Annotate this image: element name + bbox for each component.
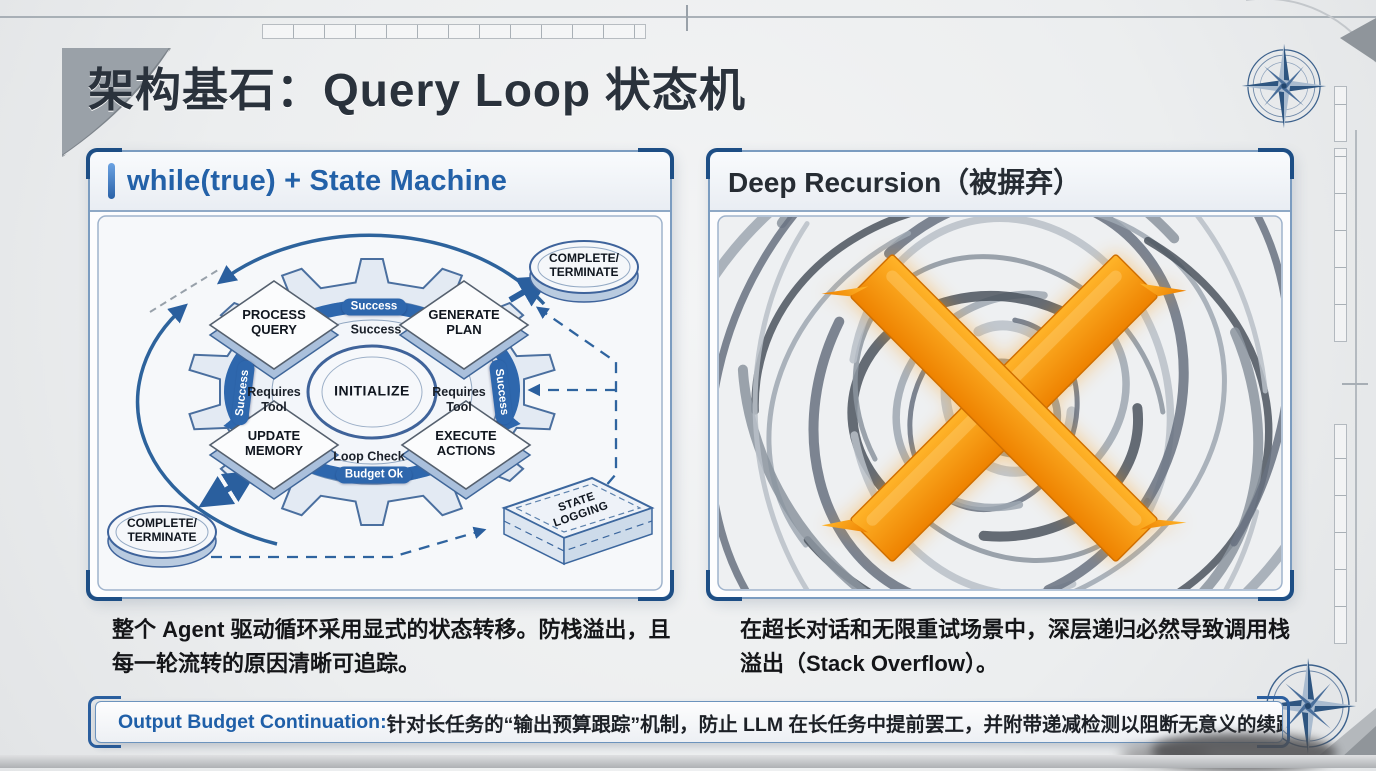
edge-label-requires-tool-left: Requires Tool	[247, 385, 301, 414]
edge-label-budget-ok: Budget Ok	[335, 466, 413, 484]
frame-right-line	[1355, 130, 1357, 702]
deep-recursion-panel-title: Deep Recursion（被摒弃）	[728, 167, 1082, 198]
panel-corner-accent	[86, 148, 122, 179]
footer-corner-accent	[1257, 696, 1290, 723]
node-generate-plan: GENERATE PLAN	[428, 307, 500, 337]
footer-text: 针对长任务的“输出预算跟踪”机制，防止 LLM 在长任务中提前罢工，并附带递减检…	[386, 713, 1283, 736]
frame-right-tick	[1342, 383, 1368, 385]
state-machine-diagram: PROCESS QUERY GENERATE PLAN UPDATE MEMOR…	[92, 212, 668, 595]
ruler-horizontal	[262, 24, 646, 39]
footer-note-bar: Output Budget Continuation: 针对长任务的“输出预算跟…	[88, 696, 1290, 748]
footer-highlight: Output Budget Continuation:	[118, 710, 387, 733]
edge-label-loop-check: Loop Check	[333, 449, 405, 464]
state-machine-panel-title: while(true) + State Machine	[127, 164, 508, 197]
rejection-x-mark	[821, 254, 1187, 562]
panel-corner-accent	[1258, 148, 1294, 179]
state-machine-panel-header: while(true) + State Machine	[90, 152, 670, 212]
state-machine-panel: while(true) + State Machine	[86, 148, 674, 601]
corner-wedge-top-right-icon	[1246, 0, 1376, 63]
compass-rose-icon	[1241, 43, 1327, 129]
ruler-vertical-1	[1334, 86, 1347, 142]
node-initialize: INITIALIZE	[334, 382, 410, 399]
node-complete-terminate-top: COMPLETE/ TERMINATE	[548, 251, 619, 279]
edge-label-success-ribbon-top: Success	[341, 298, 407, 316]
ruler-vertical-3	[1334, 424, 1347, 644]
ruler-vertical-2	[1334, 148, 1347, 342]
frame-top-line	[0, 16, 1376, 18]
edge-label-success: Success	[350, 322, 402, 337]
page-title: 架构基石：Query Loop 状态机	[88, 64, 746, 116]
state-logging-box	[501, 476, 655, 566]
node-complete-terminate-bottom: COMPLETE/ TERMINATE	[126, 516, 197, 544]
node-update-memory: UPDATE MEMORY	[244, 428, 304, 458]
deep-recursion-caption: 在超长对话和无限重试场景中，深层递归必然导致调用栈溢出（Stack Overfl…	[740, 617, 1291, 676]
page-curl-icon	[62, 48, 171, 157]
node-process-query: PROCESS QUERY	[242, 307, 306, 337]
footer-corner-accent	[88, 696, 121, 723]
deep-recursion-panel: Deep Recursion（被摒弃）	[706, 148, 1294, 601]
edge-label-requires-tool-right: Requires Tool	[432, 385, 486, 414]
terminal-nodes	[107, 240, 639, 568]
panel-corner-accent	[638, 570, 674, 601]
recursion-vortex-illustration	[712, 212, 1288, 595]
page-bottom-edge	[0, 755, 1376, 768]
footer-note-inner: Output Budget Continuation: 针对长任务的“输出预算跟…	[95, 701, 1283, 743]
panel-corner-accent	[638, 148, 674, 179]
panel-corner-accent	[706, 570, 742, 601]
state-machine-diagram-svg	[97, 215, 663, 591]
deep-recursion-panel-header: Deep Recursion（被摒弃）	[710, 152, 1290, 212]
frame-top-tick	[686, 5, 688, 31]
panel-corner-accent	[86, 570, 122, 601]
vortex-svg	[717, 215, 1283, 591]
state-machine-caption: 整个 Agent 驱动循环采用显式的状态转移。防栈溢出，且每一轮流转的原因清晰可…	[112, 617, 671, 676]
panel-corner-accent	[1258, 570, 1294, 601]
panel-corner-accent	[706, 148, 742, 179]
footer-corner-accent	[88, 721, 121, 748]
header-accent-bar	[108, 163, 115, 199]
node-execute-actions: EXECUTE ACTIONS	[435, 428, 497, 458]
